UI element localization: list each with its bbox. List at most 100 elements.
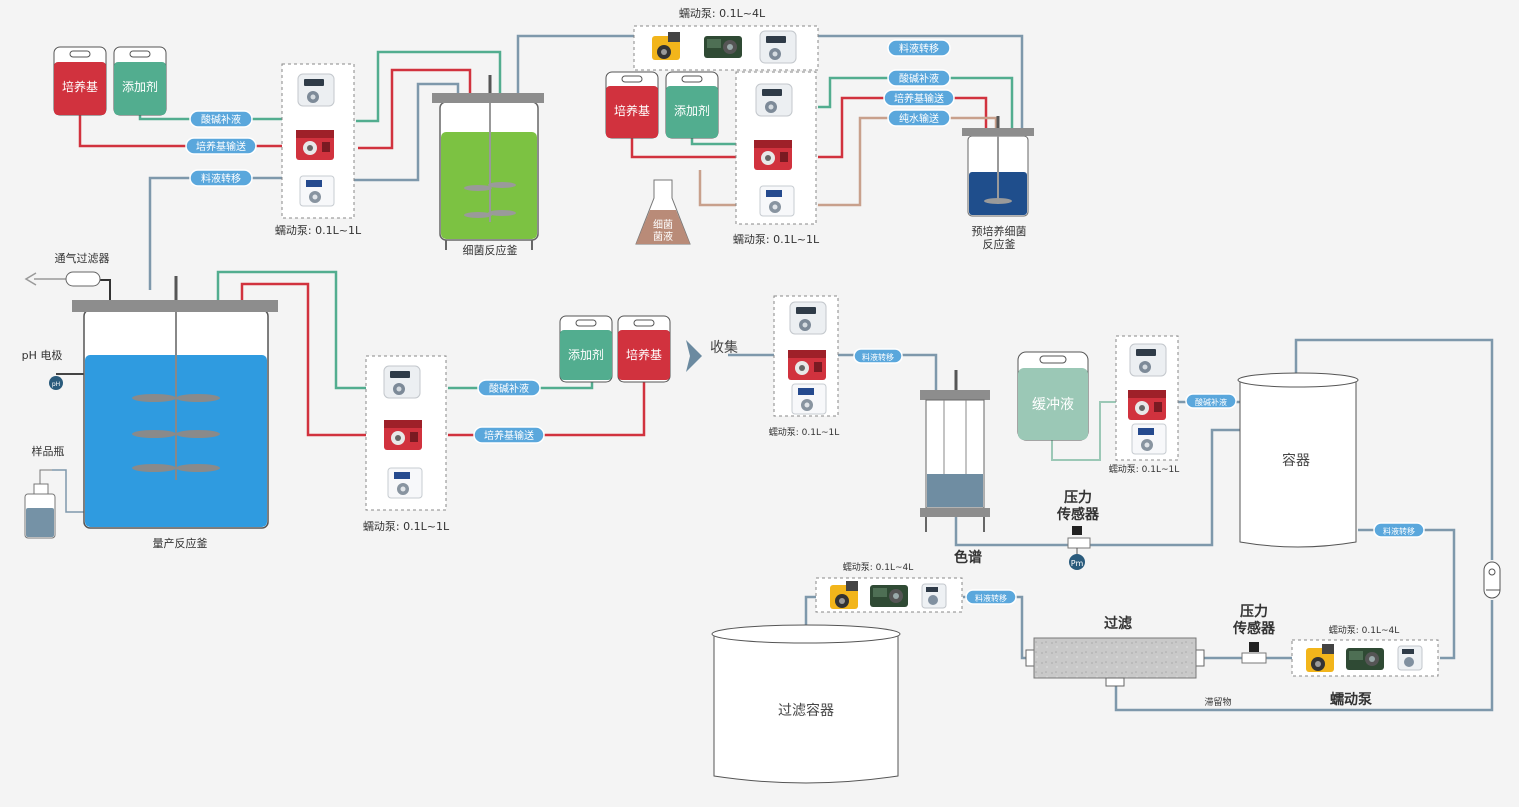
retentate-label: 滞留物 xyxy=(1204,696,1231,708)
svg-text:酸碱补液: 酸碱补液 xyxy=(899,72,939,85)
bag-additive-label: 添加剂 xyxy=(122,79,158,94)
pressure-sensor-label-2: 传感器 xyxy=(1056,506,1100,523)
pill-acidbase-2: 酸碱补液 xyxy=(887,69,951,87)
svg-text:Pm: Pm xyxy=(1071,559,1084,568)
pump-label: 蠕动泵 xyxy=(1330,691,1372,708)
sample-bottle-label: 样品瓶 xyxy=(32,444,65,458)
svg-text:料液转移: 料液转移 xyxy=(201,172,241,185)
pill-acidbase-3: 酸碱补液 xyxy=(477,379,541,397)
pump-icon xyxy=(1306,644,1334,672)
svg-text:料液转移: 料液转移 xyxy=(1383,526,1415,536)
pump-icon xyxy=(383,365,421,399)
bag-medium-label: 培养基 xyxy=(614,103,650,118)
bacteria-flask: 细菌 菌液 xyxy=(635,179,691,245)
pump-icon xyxy=(296,130,334,160)
svg-text:料液转移: 料液转移 xyxy=(899,42,939,55)
collect: 收集 xyxy=(686,339,738,372)
pill-medium-3: 培养基输送 xyxy=(473,426,545,444)
bag-medium-label: 培养基 xyxy=(626,347,662,362)
pump-box-middle: 蠕动泵: 0.1L~1L xyxy=(733,71,820,246)
bag-buffer-label: 缓冲液 xyxy=(1032,397,1074,413)
vent-filter-label: 通气过滤器 xyxy=(55,251,110,265)
pump-box-top-4l: 蠕动泵: 0.1L~4L xyxy=(633,7,819,71)
pill-medium-2: 培养基输送 xyxy=(883,89,955,107)
pump-icon xyxy=(1346,648,1384,670)
bacteria-reactor: 细菌反应釜 xyxy=(432,75,544,257)
bag-additive-label: 添加剂 xyxy=(674,103,710,118)
tube-clamp-icon xyxy=(1483,561,1501,599)
svg-text:纯水输送: 纯水输送 xyxy=(899,112,939,125)
pump-icon xyxy=(1129,343,1167,377)
svg-text:料液转移: 料液转移 xyxy=(862,352,894,362)
svg-text:酸碱补液: 酸碱补液 xyxy=(201,113,241,126)
pump-icon xyxy=(759,185,795,217)
bag-medium-middle: 培养基 xyxy=(605,71,659,139)
pm-badge-icon xyxy=(1069,554,1085,570)
pill-transfer-1: 料液转移 xyxy=(189,169,253,187)
pressure-sensor-1: 压力 传感器 Pm xyxy=(1056,489,1100,570)
svg-text:酸碱补液: 酸碱补液 xyxy=(489,382,529,395)
pump-icon xyxy=(870,585,908,607)
pump-icon xyxy=(921,583,947,609)
pill-acidbase-1: 酸碱补液 xyxy=(189,110,253,128)
ph-electrode-label: pH 电极 xyxy=(22,348,63,362)
pump-icon xyxy=(791,383,827,415)
pill-water: 纯水输送 xyxy=(887,109,951,127)
pump-icon xyxy=(754,140,792,170)
pump-icon xyxy=(759,30,797,64)
pressure-sensor-2: 压力 传感器 xyxy=(1232,603,1276,664)
pump-icon xyxy=(1397,645,1423,671)
bag-additive-production: 添加剂 xyxy=(559,315,613,383)
svg-text:培养基输送: 培养基输送 xyxy=(196,140,246,153)
bag-medium-label: 培养基 xyxy=(62,79,98,94)
pump-range-label: 蠕动泵: 0.1L~4L xyxy=(679,7,766,20)
pressure-sensor-label-1: 压力 xyxy=(1064,489,1092,506)
bacteria-flask-label-1: 细菌 xyxy=(653,218,673,231)
bag-medium-production: 培养基 xyxy=(617,315,671,383)
pill-transfer-2: 料液转移 xyxy=(887,39,951,57)
pill-transfer-3: 料液转移 xyxy=(853,348,903,364)
pump-range-label: 蠕动泵: 0.1L~1L xyxy=(1109,464,1180,475)
ph-badge-icon xyxy=(49,376,63,390)
pump-range-label: 蠕动泵: 0.1L~1L xyxy=(733,233,820,246)
pump-box-production: 蠕动泵: 0.1L~1L xyxy=(363,355,450,533)
production-reactor-label: 量产反应釜 xyxy=(153,536,208,550)
pump-range-label: 蠕动泵: 0.1L~4L xyxy=(843,562,914,573)
chromatography-label: 色谱 xyxy=(954,549,982,566)
bag-additive-top-left: 添加剂 xyxy=(113,46,167,116)
pump-icon xyxy=(297,73,335,107)
filter-label: 过滤 xyxy=(1104,615,1132,632)
bag-medium-top-left: 培养基 xyxy=(53,46,107,116)
sample-bottle: 样品瓶 xyxy=(24,444,65,539)
pump-icon xyxy=(830,581,858,609)
filter-unit: 过滤 滞留物 xyxy=(1025,615,1232,708)
pill-transfer-4: 料液转移 xyxy=(1373,522,1425,538)
svg-text:培养基输送: 培养基输送 xyxy=(484,429,534,442)
pump-icon xyxy=(387,467,423,499)
vent-filter: 通气过滤器 xyxy=(24,251,110,287)
pump-range-label: 蠕动泵: 0.1L~1L xyxy=(769,427,840,438)
bag-additive-middle: 添加剂 xyxy=(665,71,719,139)
svg-text:料液转移: 料液转移 xyxy=(975,593,1007,603)
preculture-reactor-label-1: 预培养细菌 xyxy=(972,224,1027,238)
pump-box-bottom-left: 蠕动泵: 0.1L~4L xyxy=(815,562,963,613)
pump-icon xyxy=(788,350,826,380)
pipes xyxy=(52,34,1494,712)
production-reactor: 量产反应釜 xyxy=(72,276,278,550)
bacteria-flask-label-2: 菌液 xyxy=(653,230,673,243)
pump-box-bottom-right: 蠕动泵: 0.1L~4L 蠕动泵 xyxy=(1291,625,1439,708)
pressure-sensor-label-2: 传感器 xyxy=(1232,620,1276,637)
preculture-reactor-label-2: 反应釜 xyxy=(983,237,1016,251)
svg-text:pH: pH xyxy=(52,381,60,388)
pump-range-label: 蠕动泵: 0.1L~1L xyxy=(275,224,362,237)
pump-icon xyxy=(789,301,827,335)
pump-box-collect: 蠕动泵: 0.1L~1L xyxy=(769,295,840,438)
pump-icon xyxy=(652,32,680,60)
svg-text:培养基输送: 培养基输送 xyxy=(894,92,944,105)
filter-container: 过滤容器 xyxy=(711,624,901,784)
pump-icon xyxy=(1131,423,1167,455)
pump-icon xyxy=(755,83,793,117)
pressure-sensor-label-1: 压力 xyxy=(1240,603,1268,620)
pill-medium-1: 培养基输送 xyxy=(185,137,257,155)
